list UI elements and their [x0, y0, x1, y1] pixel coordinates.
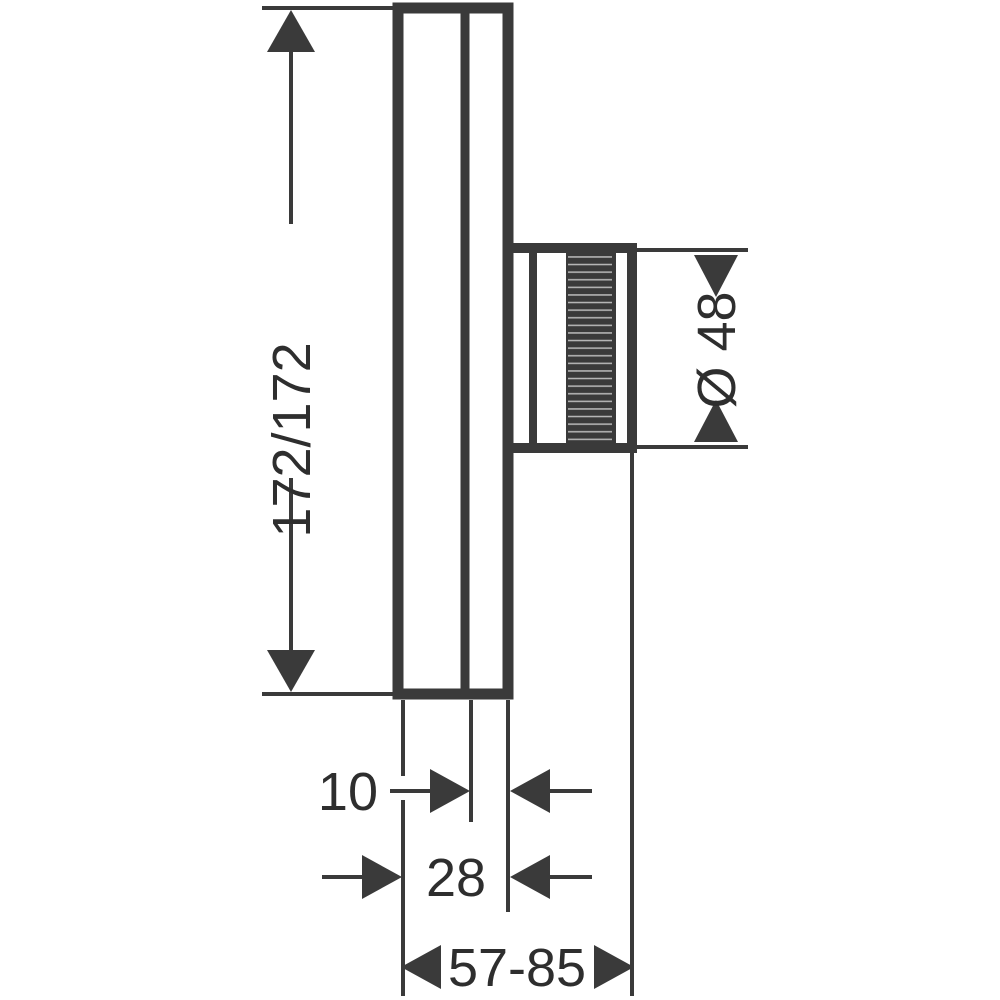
dimension-label-diameter: Ø 48	[687, 291, 747, 408]
dimension-label-total-depth: 57-85	[448, 938, 586, 998]
arrow-left-icon	[401, 945, 441, 989]
dimension-height-172: 172/172	[262, 6, 398, 696]
arrow-left-icon	[510, 855, 550, 899]
dimension-label-gap: 10	[318, 762, 378, 822]
arrow-left-icon	[510, 769, 550, 813]
handle-flange	[503, 243, 637, 453]
arrow-up-icon	[694, 400, 738, 442]
arrow-up-icon	[267, 10, 315, 52]
knurled-handle-grip	[567, 253, 613, 443]
dimension-total-depth: 57-85	[401, 938, 634, 998]
extension-lines-bottom	[401, 448, 634, 996]
dimension-gap-10: 10	[318, 762, 592, 822]
dimension-label-height: 172/172	[262, 342, 322, 537]
handle-assembly	[503, 243, 637, 453]
dimension-diameter-48: Ø 48	[632, 248, 748, 449]
dimension-depth-28: 28	[322, 848, 592, 908]
arrow-down-icon	[267, 650, 315, 692]
dimension-label-depth: 28	[426, 848, 486, 908]
arrow-down-icon	[694, 255, 738, 297]
escutcheon-plate	[392, 2, 514, 700]
arrow-right-icon	[430, 769, 470, 813]
arrow-right-icon	[594, 945, 634, 989]
arrow-right-icon	[362, 855, 402, 899]
